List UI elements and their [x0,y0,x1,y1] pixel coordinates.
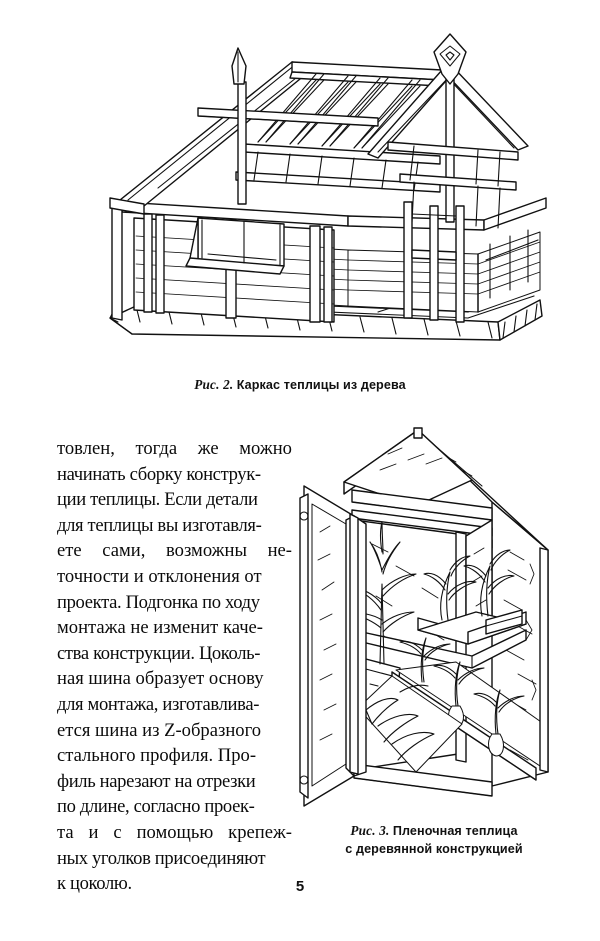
onion-bed [395,637,545,767]
figure-3-caption-line2: с деревянной конструкцией [292,840,576,858]
text-line: для теплицы вы изготавля- [57,514,262,536]
ridge-beam [289,61,443,87]
figure-2-caption: Рис. 2. Каркас теплицы из дерева [0,376,600,394]
text-line: для монтажа, изготавлива- [57,693,260,715]
eave-trim-left [109,197,145,215]
text-word: и [88,821,99,843]
figure-3-caption-title-2: с деревянной конструкцией [345,842,523,856]
text-word: можно [239,438,292,459]
vent-window-open [185,217,285,275]
body-text-column: товлен, тогда же можно начинать сборку к… [57,436,292,897]
king-post [237,81,247,205]
figure-2-caption-title: Каркас теплицы из дерева [236,378,406,392]
text-line: точности и отклонения от [57,565,262,587]
text-word: помощью [136,821,214,843]
seed-tray [485,609,523,635]
corner-post-left [111,207,123,321]
text-line: ется шина из Z-образного [57,719,262,741]
figure-3-caption: Рис. 3. Пленочная теплица с деревянной к… [292,822,576,858]
text-line: ная шина образует основу [57,668,264,690]
figure-3-caption-title-1: Пленочная теплица [392,824,518,838]
text-word: не- [267,540,292,562]
stone-walkway [357,675,463,773]
ridge-beam-3 [413,427,423,439]
right-gable-wall [477,231,541,313]
floor-sill [353,763,493,797]
text-word: же [197,438,219,459]
figure-3-caption-number: Рис. 3. [350,823,390,838]
finial-left [231,47,247,85]
text-line: ете сами, возможны не- [57,538,292,564]
text-word: ете [57,540,82,562]
text-line: филь нарезают на отрезки [57,770,256,792]
text-word: с [113,821,122,843]
text-line: ства конструкции. Цоколь- [57,642,261,664]
text-line: ных уголков присоединяют [57,847,266,869]
text-line: к цоколю. [57,873,132,895]
text-word: возможны [166,540,247,562]
bench-plants [423,549,515,621]
page-number: 5 [295,878,305,895]
text-line: начинать сборку конструк- [57,463,261,485]
text-word: сами, [102,540,146,562]
text-word: крепеж- [228,821,292,843]
text-line: та и с помощью крепеж- [57,820,292,846]
roof-left-slope [119,61,317,207]
text-line: монтажа не изменит каче- [57,617,264,639]
text-word: та [57,821,74,843]
figure-2-illustration [48,22,560,362]
text-line: проекта. Подгонка по ходу [57,591,260,613]
eave-rail-right [483,197,547,231]
figure-3-svg [299,427,549,807]
door-frame-3 [349,513,359,775]
text-word: товлен, [57,438,115,459]
figure-3-illustration [296,424,568,816]
open-door [299,485,355,807]
corner-post-right-3 [539,547,549,773]
figure-2-caption-number: Рис. 2. [194,377,234,392]
text-line: стального профиля. Про- [57,745,257,767]
door-frame [403,201,465,323]
text-word: тогда [135,438,178,459]
right-gable-truss [367,65,529,229]
figure-3-caption-line1: Рис. 3. Пленочная теплица [292,822,576,840]
text-line: товлен, тогда же можно [57,436,292,462]
side-window-frame [485,229,539,299]
text-line: ции теплицы. Если детали [57,489,258,511]
text-line: по длине, согласно проек- [57,796,255,818]
diamond-finial [433,33,467,85]
figure-2-svg [109,33,547,341]
